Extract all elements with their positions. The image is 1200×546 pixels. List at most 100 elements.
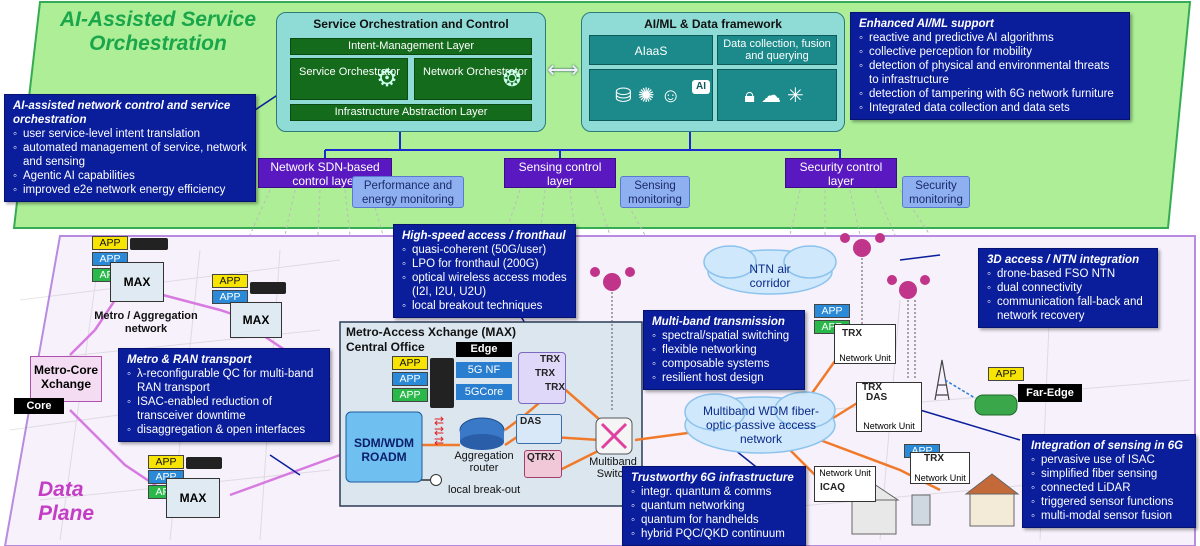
callout-title: 3D access / NTN integration — [987, 254, 1140, 266]
multiband-callout: Multi-band transmission spectral/spatial… — [643, 310, 805, 390]
trx-label: TRX — [535, 368, 555, 379]
security-control-layer: Security control layer — [785, 158, 897, 188]
aggregation-router: Aggregation router — [454, 450, 514, 474]
lock-icon: 🔒︎ — [744, 85, 761, 107]
callout-item: optical wireless access modes (I2I, I2U,… — [402, 271, 567, 299]
callout-item: composable systems — [652, 357, 796, 371]
callout-item: quantum networking — [631, 499, 797, 513]
sensing-monitoring: Sensing monitoring — [620, 176, 690, 208]
callout-item: communication fall-back and network reco… — [987, 295, 1149, 323]
data-collection-block: Data collection, fusion and querying — [717, 35, 837, 65]
app-badge: APP — [988, 367, 1024, 381]
bidirectional-arrow-icon: ⟷ — [547, 57, 579, 82]
brain-icon: ✺ — [637, 85, 661, 107]
edge-label: Edge — [456, 342, 512, 357]
callout-item: flexible networking — [652, 343, 796, 357]
trx-label: TRX — [540, 354, 560, 365]
network-orchestrator: Network Orchestrator — [414, 58, 532, 100]
callout-item: connected LiDAR — [1031, 481, 1187, 495]
callout-title: Trustworthy 6G infrastructure — [631, 472, 794, 484]
ai-assisted-control-callout: AI-assisted network control and service … — [4, 94, 256, 202]
callout-item: quantum for handhelds — [631, 513, 797, 527]
network-brain-icon: ❂ — [502, 66, 522, 91]
callout-item: quasi-coherent (50G/user) — [402, 243, 567, 257]
roadm: SDM/WDM ROADM — [354, 436, 414, 464]
metro-aggregation-label: Metro / Aggregation network — [94, 310, 198, 335]
trx-label: TRX — [924, 453, 944, 464]
multiband-wdm-network: Multiband WDM fiber-optic passive access… — [702, 404, 820, 446]
metro-ran-callout: Metro & RAN transport λ-reconfigurable Q… — [118, 348, 330, 442]
callout-item: user service-level intent translation — [13, 127, 247, 141]
callout-item: reactive and predictive AI algorithms — [859, 31, 1121, 45]
app-badge: APP — [392, 372, 428, 386]
icaq-label: ICAQ — [820, 482, 845, 493]
qtrx-label: QTRX — [527, 452, 555, 463]
multiband-switch: Multiband Switch — [589, 456, 637, 480]
callout-title: AI-assisted network control and service … — [13, 100, 231, 126]
app-badge: APP — [212, 290, 248, 304]
callout-item: hybrid PQC/QKD continuum — [631, 527, 797, 541]
trx-label: TRX — [842, 328, 862, 339]
service-orchestrator: Service Orchestrator — [290, 58, 408, 100]
das-label: DAS — [866, 392, 888, 403]
server-rack-icon — [430, 358, 454, 408]
local-breakout-label: local break-out — [448, 484, 521, 496]
callout-item: integr. quantum & comms — [631, 485, 797, 499]
callout-item: Integrated data collection and data sets — [859, 101, 1121, 115]
far-edge-label: Far-Edge — [1018, 384, 1082, 402]
soc-title: Service Orchestration and Control — [313, 17, 509, 31]
das-label: DAS — [520, 416, 542, 427]
callout-item: ISAC-enabled reduction of transceiver do… — [127, 395, 321, 423]
callout-title: Enhanced AI/ML support — [859, 18, 994, 30]
cloud-icon: ☁ — [760, 85, 787, 107]
callout-item: multi-modal sensor fusion — [1031, 509, 1187, 523]
callout-item: detection of physical and environmental … — [859, 59, 1121, 87]
max-node: MAX — [166, 478, 220, 518]
callout-item: collective perception for mobility — [859, 45, 1121, 59]
network-unit: Network Unit — [910, 452, 970, 484]
orchestration-plane-title: AI-Assisted Service Orchestration — [59, 8, 257, 55]
central-office-title: Metro-Access Xchange (MAX) Central Offic… — [346, 325, 517, 354]
core-5g: 5GCore — [456, 384, 512, 400]
callout-title: Multi-band transmission — [652, 316, 785, 328]
high-speed-access-callout: High-speed access / fronthaul quasi-cohe… — [393, 224, 576, 318]
aiml-title: AI/ML & Data framework — [644, 17, 782, 31]
callout-item: automated management of service, network… — [13, 141, 247, 169]
callout-item: resilient host design — [652, 371, 796, 385]
network-unit: Network Unit — [834, 324, 896, 364]
callout-title: Metro & RAN transport — [127, 354, 252, 366]
roadm-arrows-icon: ⇄⇄⇄ — [433, 414, 445, 448]
qtrx-unit — [524, 450, 562, 478]
sensing-control-layer: Sensing control layer — [504, 158, 616, 188]
trx-stack — [518, 352, 566, 404]
callout-item: drone-based FSO NTN — [987, 267, 1149, 281]
max-node: MAX — [110, 262, 164, 302]
gears-icon: ⚙ — [376, 65, 398, 92]
security-monitoring: Security monitoring — [902, 176, 970, 208]
intent-management-layer: Intent-Management Layer — [290, 38, 532, 55]
infrastructure-abstraction-layer: Infrastructure Abstraction Layer — [290, 104, 532, 121]
sdn-control-layer: Network SDN-based control layer — [258, 158, 392, 188]
sensing-6g-callout: Integration of sensing in 6G pervasive u… — [1022, 434, 1196, 528]
database-icon: ⛁ — [615, 85, 638, 107]
callout-item: λ-reconfigurable QC for multi-band RAN t… — [127, 367, 321, 395]
callout-item: pervasive use of ISAC — [1031, 453, 1187, 467]
enhanced-aiml-callout: Enhanced AI/ML support reactive and pred… — [850, 12, 1130, 120]
callout-item: simplified fiber sensing — [1031, 467, 1187, 481]
callout-item: triggered sensor functions — [1031, 495, 1187, 509]
callout-title: Integration of sensing in 6G — [1031, 440, 1184, 452]
breakout-circle-icon — [430, 474, 442, 486]
metro-core-xchange: Metro-Core Xchange — [30, 356, 102, 402]
ai-badge: AI — [692, 80, 710, 94]
server-rack-icon — [186, 457, 222, 469]
data-icons: 🔒︎☁✳ — [717, 69, 837, 121]
aiaas-block: AIaaS — [589, 35, 713, 65]
nf-5g: 5G NF — [456, 362, 512, 378]
callout-item: improved e2e network energy efficiency — [13, 183, 247, 197]
ntn-callout: 3D access / NTN integration drone-based … — [978, 248, 1158, 328]
trustworthy-callout: Trustworthy 6G infrastructure integr. qu… — [622, 466, 806, 546]
server-rack-icon — [250, 282, 286, 294]
app-badge: APP — [212, 274, 248, 288]
app-badge: APP — [814, 304, 850, 318]
